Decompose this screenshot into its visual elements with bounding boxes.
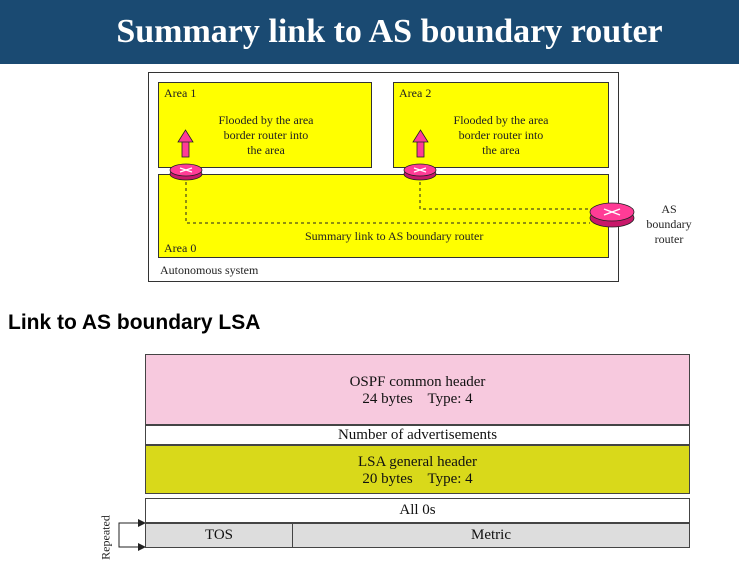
all-zeros-field: All 0s: [145, 498, 690, 523]
number-of-advertisements-field: Number of advertisements: [145, 425, 690, 445]
summary-link-label: Summary link to AS boundary router: [305, 229, 484, 243]
repeated-arrow-icon: [138, 519, 146, 527]
area-1-box: [158, 82, 372, 168]
ospf-common-header-field: OSPF common header 24 bytes Type: 4: [145, 354, 690, 425]
flood-arrow-icon: [177, 129, 194, 158]
title-bar: [0, 0, 739, 64]
lsa-header-title: LSA general header: [357, 454, 478, 470]
ospf-header-title: OSPF common header: [349, 374, 486, 390]
area-0-box: [158, 174, 609, 258]
tos-field: TOS: [145, 523, 293, 548]
slide-title: Summary link to AS boundary router: [116, 13, 663, 50]
asbr-label-line: router: [654, 232, 684, 246]
repeated-label: Repeated: [98, 515, 113, 560]
summary-link-path-2: [419, 176, 590, 210]
as-boundary-router-icon: [589, 202, 635, 228]
area-border-router-icon: [403, 163, 437, 181]
summary-link-path-1: [185, 176, 590, 224]
flood-line: Flooded by the area: [453, 113, 549, 127]
lsa-heading: Link to AS boundary LSA: [8, 311, 261, 334]
autonomous-system-label: Autonomous system: [160, 263, 259, 277]
area-2-box: [393, 82, 609, 168]
flood-line: the area: [247, 143, 285, 157]
as-boundary-router-label: AS boundary router: [643, 202, 695, 247]
lsa-general-header-field: LSA general header 20 bytes Type: 4: [145, 445, 690, 494]
lsa-header-detail: 20 bytes Type: 4: [362, 471, 473, 487]
ospf-header-detail: 24 bytes Type: 4: [362, 391, 473, 407]
repeated-arrow-icon: [138, 543, 146, 551]
metric-field: Metric: [292, 523, 690, 548]
area-1-flood-text: Flooded by the area border router into t…: [196, 113, 336, 158]
area-2-flood-text: Flooded by the area border router into t…: [431, 113, 571, 158]
flood-line: the area: [482, 143, 520, 157]
flood-arrow-icon: [412, 129, 429, 158]
asbr-label-line: AS boundary: [646, 202, 692, 231]
area-1-label: Area 1: [164, 86, 197, 100]
repeated-bracket: [118, 522, 139, 548]
flood-line: border router into: [223, 128, 309, 142]
area-2-label: Area 2: [399, 86, 432, 100]
flood-line: border router into: [458, 128, 544, 142]
flood-line: Flooded by the area: [218, 113, 314, 127]
area-border-router-icon: [169, 163, 203, 181]
area-0-label: Area 0: [164, 241, 197, 255]
